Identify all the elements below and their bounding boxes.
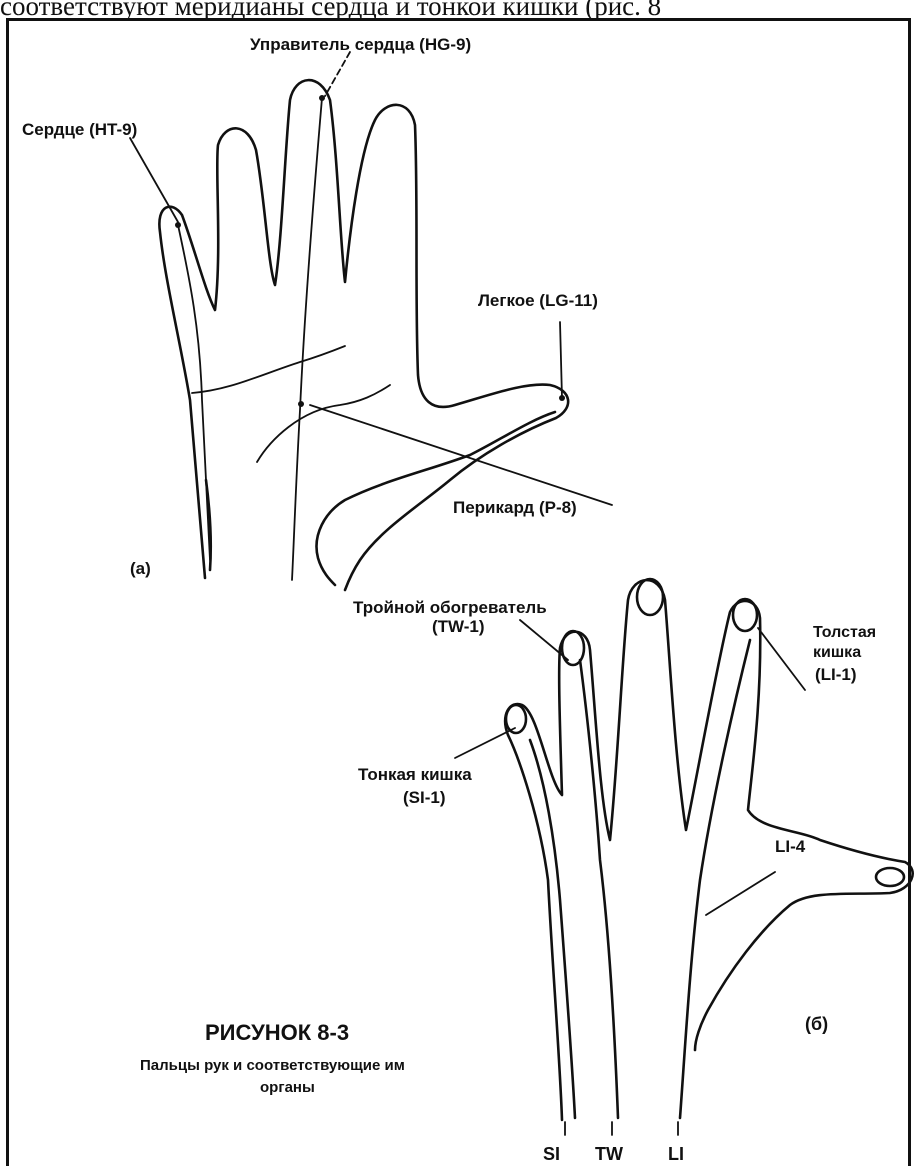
nail-ring-finger — [562, 631, 584, 665]
label-heart-governor: Управитель сердца (HG-9) — [250, 35, 471, 54]
label-tw-line1: Тройной обогреватель — [353, 598, 547, 617]
point-p8 — [298, 401, 304, 407]
leader-li1 — [758, 628, 805, 690]
panel-label-b: (б) — [805, 1014, 828, 1034]
label-si-line1: Тонкая кишка — [358, 765, 472, 784]
caption-title: РИСУНОК 8-3 — [205, 1020, 349, 1045]
label-tw: TW — [595, 1144, 623, 1164]
palm-crease-2 — [257, 385, 390, 462]
label-li-line3: (LI-1) — [815, 665, 857, 684]
label-si: SI — [543, 1144, 560, 1164]
hand-b-inner-left — [530, 740, 575, 1118]
hand-b-inner-tw — [580, 660, 618, 1118]
nail-thumb — [876, 868, 904, 886]
nail-index-finger — [733, 599, 757, 631]
caption-line1: Пальцы рук и соответствующие им — [140, 1057, 405, 1074]
label-tw-line2: (TW-1) — [432, 617, 485, 636]
label-pericardium: Перикард (P-8) — [453, 498, 577, 517]
palm-crease-1 — [192, 346, 345, 393]
leader-lung — [560, 322, 562, 398]
leaders-b — [455, 620, 805, 1135]
meridian-hg-line — [292, 98, 322, 580]
label-li-line2: кишка — [813, 644, 861, 661]
nail-middle-finger — [637, 579, 663, 615]
label-si-line2: (SI-1) — [403, 788, 446, 807]
label-li-line1: Толстая — [813, 624, 876, 641]
point-lg11 — [559, 395, 565, 401]
leader-si1 — [455, 728, 515, 758]
leader-li4 — [706, 872, 775, 915]
label-lung: Легкое (LG-11) — [478, 291, 598, 310]
leader-hg — [325, 52, 350, 96]
leader-heart — [130, 138, 178, 222]
label-li: LI — [668, 1144, 684, 1164]
point-hg9 — [319, 95, 325, 101]
leader-tw1 — [520, 620, 568, 660]
caption-line2: органы — [260, 1079, 315, 1096]
panel-label-a: (а) — [130, 559, 151, 578]
leader-pericardium — [310, 405, 612, 505]
label-heart: Сердце (HT-9) — [22, 120, 137, 139]
point-ht9 — [175, 222, 181, 228]
hand-b-inner-li — [680, 640, 750, 1118]
label-li4: LI-4 — [775, 837, 806, 856]
nail-little-finger — [506, 705, 526, 733]
